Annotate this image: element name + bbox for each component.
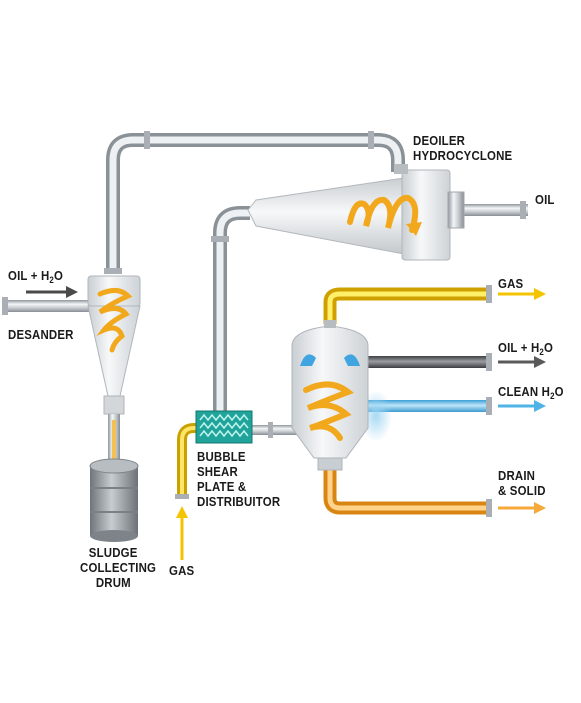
bubble-shear-label: BUBBLE SHEAR PLATE & DISTRIBUITOR (197, 449, 281, 509)
clean-water-stream (362, 397, 546, 415)
underflow-pipe (213, 206, 250, 412)
desander (87, 275, 141, 466)
desander-spiral-icon (96, 288, 133, 353)
clean-water-arrow-icon (534, 400, 546, 412)
gas-out-arrow-icon (534, 288, 546, 300)
sludge-drum-label: SLUDGE COLLECTING DRUM (80, 545, 157, 590)
clean-h2o-label: CLEAN H2O (498, 384, 564, 401)
oil-h2o-out-label: OIL + H2O (498, 340, 554, 357)
oil-label: OIL (535, 192, 555, 207)
sludge-drum (89, 458, 139, 542)
oil-h2o-inlet-label: OIL + H2O (8, 268, 64, 285)
vessel-spiral-icon (303, 381, 355, 441)
deoiler-label: DEOILER HYDROCYCLONE (413, 133, 513, 163)
gas-in-arrow-icon (176, 506, 188, 518)
gas-out-label: GAS (498, 276, 524, 291)
drain-arrow-icon (534, 502, 546, 514)
gas-inlet (175, 423, 198, 560)
gas-inlet-label: GAS (169, 563, 195, 578)
gas-out-stream (323, 285, 546, 324)
pipework (2, 131, 528, 438)
oil-water-out-arrow-icon (534, 356, 546, 368)
deoiler-spiral-icon (347, 194, 419, 233)
oil-outlet-pipe (462, 204, 528, 216)
oil-water-out-stream (362, 353, 546, 371)
drain-stream (323, 468, 546, 517)
drain-solid-label: DRAIN & SOLID (498, 468, 546, 498)
flotation-vessel (291, 320, 392, 471)
deoiler-hydrocyclone (247, 164, 465, 261)
bubble-shear-distributor (195, 410, 253, 444)
desander-inlet-pipe (4, 300, 94, 312)
desander-label: DESANDER (8, 327, 74, 342)
oil-h2o-inlet-arrow-icon (26, 286, 78, 298)
